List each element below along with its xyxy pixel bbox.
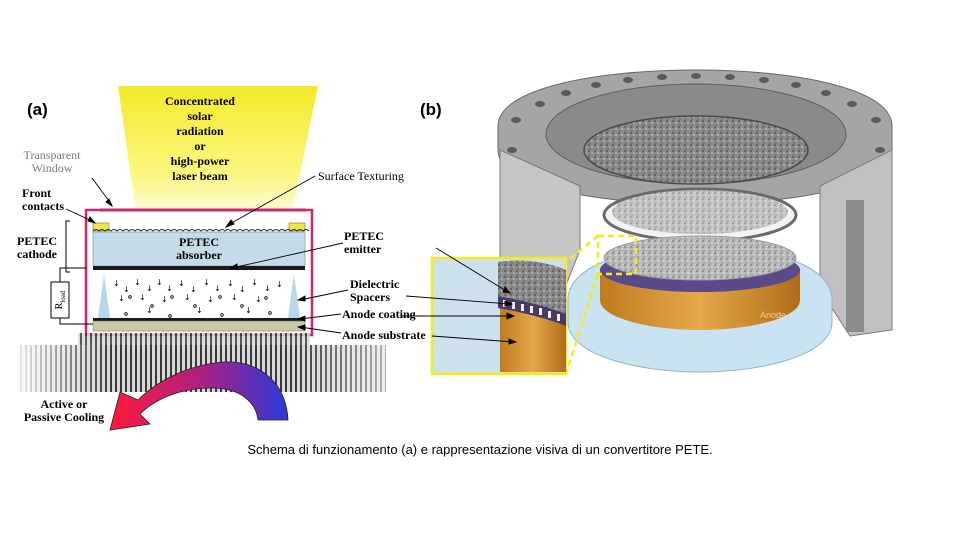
dielectric-spacer-right xyxy=(288,274,300,318)
svg-text:↓: ↓ xyxy=(276,280,283,289)
label-line: Window xyxy=(31,161,73,175)
svg-text:↓: ↓ xyxy=(123,285,130,294)
figure-caption: Schema di funzionamento (a) e rappresent… xyxy=(247,442,713,457)
svg-text:↓: ↓ xyxy=(184,293,191,302)
svg-text:↓: ↓ xyxy=(245,306,252,315)
beam-line: laser beam xyxy=(172,169,228,183)
flange-bore xyxy=(583,115,809,185)
petec-cathode-label: PETEC cathode xyxy=(17,235,57,261)
emitter-label: PETEC emitter xyxy=(344,230,384,256)
beam-label: Concentrated solar radiation or high-pow… xyxy=(150,94,250,184)
surface-texturing-line xyxy=(92,229,310,232)
dielectric-spacer-left xyxy=(98,274,110,318)
anode-substrate-label: Anode substrate xyxy=(342,328,426,342)
svg-text:↓: ↓ xyxy=(146,306,153,315)
svg-text:↓: ↓ xyxy=(166,284,173,293)
svg-text:↓: ↓ xyxy=(231,293,238,302)
label-line: Transparent xyxy=(23,148,81,162)
label-line: PETEC xyxy=(178,235,219,249)
beam-line: Concentrated xyxy=(165,94,235,108)
cooling-arrow xyxy=(109,361,289,431)
heat-sink-base xyxy=(78,333,310,345)
anode-coating-layer xyxy=(93,318,305,321)
zoom-connector-top xyxy=(565,235,599,263)
beam-line: radiation xyxy=(176,124,224,138)
label-line: absorber xyxy=(176,248,222,262)
panel-b-tag: (b) xyxy=(420,100,442,119)
petec-emitter-layer xyxy=(93,266,305,270)
svg-text:↓: ↓ xyxy=(207,295,214,304)
r-load-main: R xyxy=(54,302,65,310)
beam-line: solar xyxy=(187,109,213,123)
svg-text:↓: ↓ xyxy=(196,306,203,315)
beam-line: or xyxy=(194,139,206,153)
device-anode-label: Anode xyxy=(760,310,786,320)
leader-lines-a xyxy=(65,175,349,334)
front-contacts-label: Front contacts xyxy=(22,187,64,213)
svg-text:↓: ↓ xyxy=(251,278,258,287)
svg-text:↓: ↓ xyxy=(264,284,271,293)
electron-cloud: ↓↓↓ ↓↓↓ ↓↓↓ ↓↓↓ ↓↓↓ ↓↓↓ ↓↓↓ ↓↓↓ ↓ xyxy=(113,278,283,315)
svg-text:↓: ↓ xyxy=(239,285,246,294)
svg-text:↓: ↓ xyxy=(227,279,234,288)
cathode-frame xyxy=(84,208,314,337)
label-line: Active or xyxy=(40,397,88,411)
label-line: Dielectric xyxy=(350,277,400,291)
chamber-right-post xyxy=(846,200,864,332)
svg-text:↓: ↓ xyxy=(190,285,197,294)
light-beam xyxy=(118,86,318,212)
label-line: Front xyxy=(22,186,52,200)
anode-coating-label: Anode coating xyxy=(342,307,416,321)
beam-line: high-power xyxy=(170,154,230,168)
load-resistor xyxy=(50,281,70,319)
svg-text:↓: ↓ xyxy=(118,294,125,303)
svg-text:↓: ↓ xyxy=(139,293,146,302)
svg-text:↓: ↓ xyxy=(214,284,221,293)
r-load-label: Rload xyxy=(54,284,67,316)
surface-texturing-label: Surface Texturing xyxy=(318,169,404,183)
svg-text:↓: ↓ xyxy=(255,295,262,304)
electron-dots xyxy=(124,295,272,318)
label-line: cathode xyxy=(17,247,57,261)
r-load-sub: load xyxy=(59,290,67,303)
svg-text:↓: ↓ xyxy=(134,278,141,287)
absorber-label: PETEC absorber xyxy=(160,236,238,262)
label-line: contacts xyxy=(22,199,64,213)
label-line: PETEC xyxy=(17,234,58,248)
svg-text:↓: ↓ xyxy=(178,279,185,288)
cathode-bracket xyxy=(65,220,70,273)
device-cathode-top xyxy=(603,235,797,281)
window-granite xyxy=(612,190,788,234)
svg-text:↓: ↓ xyxy=(146,284,153,293)
svg-text:↓: ↓ xyxy=(203,278,210,287)
svg-text:↓: ↓ xyxy=(161,295,168,304)
petec-absorber-block xyxy=(92,231,306,267)
zoom-highlight-box xyxy=(596,234,638,276)
front-contact-left xyxy=(92,222,110,232)
dielectric-spacers-label: Dielectric Spacers xyxy=(350,278,399,304)
label-line: emitter xyxy=(344,242,382,256)
label-line: PETEC xyxy=(344,229,385,243)
svg-text:↓: ↓ xyxy=(156,278,163,287)
label-line: Passive Cooling xyxy=(23,410,105,424)
cooling-label: Active or Passive Cooling xyxy=(16,398,112,424)
anode-substrate-block xyxy=(92,320,306,332)
label-line: Spacers xyxy=(350,290,390,304)
zoom-connector-bottom xyxy=(564,273,600,375)
transparent-window-label: Transparent Window xyxy=(18,149,86,175)
front-contact-right xyxy=(288,222,306,232)
leader-lines-b xyxy=(402,247,518,345)
svg-text:↓: ↓ xyxy=(113,279,120,288)
flange-bolt-holes xyxy=(507,73,885,153)
panel-a-tag: (a) xyxy=(27,100,48,119)
